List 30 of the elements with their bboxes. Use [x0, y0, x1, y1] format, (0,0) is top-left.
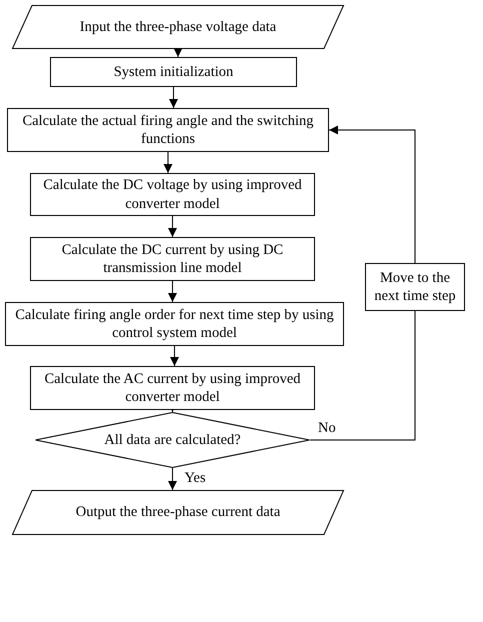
decision-diamond: [35, 412, 310, 468]
edge-label: No: [317, 420, 337, 437]
process-box: [7, 108, 329, 152]
arrow: [170, 346, 179, 366]
node-text: Calculate the actual firing angle and the switching functions: [21, 112, 315, 148]
process-box: [30, 237, 315, 281]
process-box: [365, 263, 465, 311]
node-text: Calculate the DC voltage by using improved converter model: [42, 176, 303, 213]
arrow: [164, 152, 172, 174]
arrow: [328, 126, 416, 264]
process-box: [30, 366, 315, 410]
arrow: [168, 216, 177, 238]
node-text: System initialization: [112, 62, 234, 82]
node-text: Move to the next time step: [373, 268, 457, 306]
process-box: [50, 57, 297, 87]
arrow: [168, 280, 177, 302]
node-text: All data are calculated?: [103, 430, 242, 450]
node-text: Input the three-phase voltage data: [78, 18, 278, 36]
data-parallelogram: [12, 490, 344, 535]
arrow: [174, 48, 182, 58]
process-box: [5, 302, 344, 346]
process-box: [30, 173, 315, 216]
node-text: Output the three-phase current data: [74, 503, 282, 522]
connector-line: [310, 310, 416, 440]
arrow: [169, 86, 178, 108]
arrow: [168, 468, 177, 490]
node-text: Calculate the AC current by using improved converter model: [43, 370, 302, 406]
node-text: Calculate the DC current by using DC transmission line model: [60, 240, 284, 278]
node-text: Calculate firing angle order for next time step by using control system model: [14, 306, 335, 342]
data-parallelogram: [12, 5, 344, 49]
